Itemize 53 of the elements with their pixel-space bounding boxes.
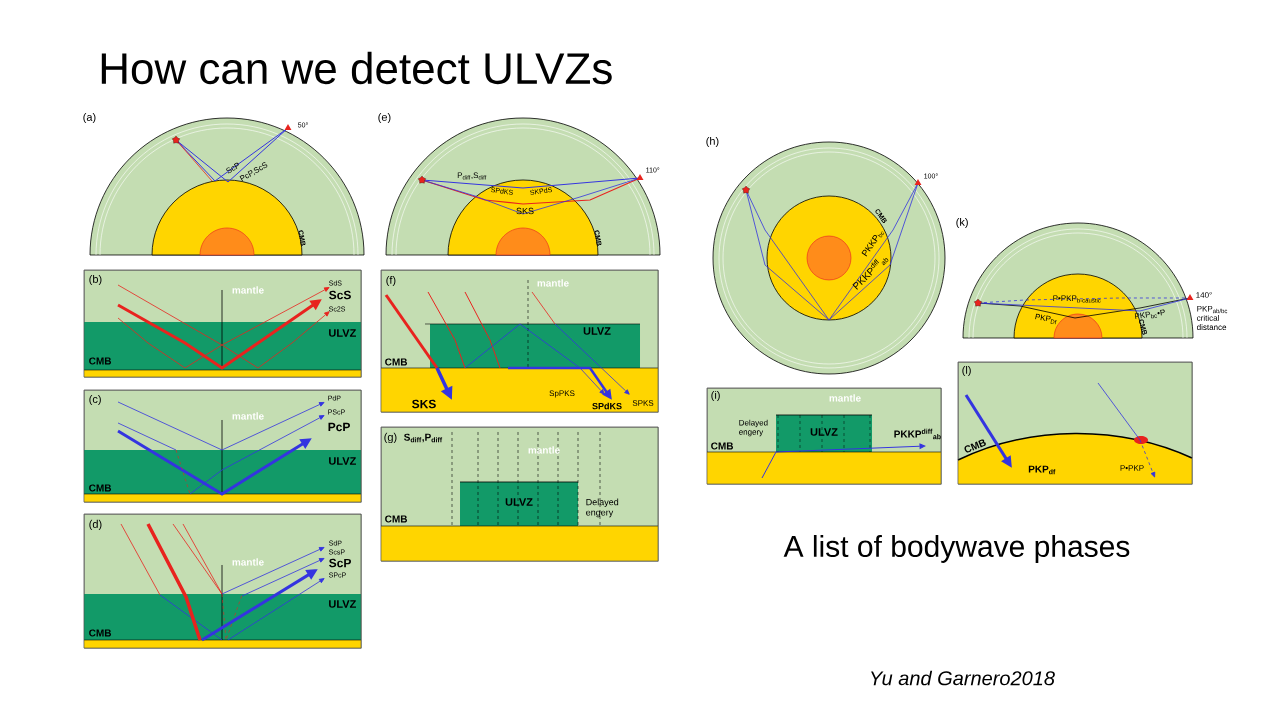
phase-label: P•PKP <box>1120 465 1144 471</box>
panel-letter: (i) <box>711 390 720 402</box>
phase-label: SKS <box>412 399 436 409</box>
layer-label: CMB <box>89 484 112 492</box>
layer-label: ULVZ <box>329 600 356 608</box>
layer-label: ULVZ <box>810 428 838 436</box>
layer-label: CMB <box>89 629 112 637</box>
layer-label: mantle <box>829 394 861 402</box>
phase-label: PKP$_{df}$ <box>1028 465 1056 475</box>
panel-letter: (d) <box>89 519 102 531</box>
layer-label: CMB <box>385 515 408 523</box>
layer-label: ULVZ <box>329 329 356 337</box>
phase-label: ScP <box>226 162 239 174</box>
panel-letter: (g) <box>384 432 397 444</box>
layer-label: ULVZ <box>505 498 533 506</box>
layer-label: ULVZ <box>329 457 356 465</box>
phase-label: SPKS <box>632 400 654 406</box>
panel-letter: (f) <box>386 275 396 287</box>
layer-label: mantle <box>232 558 264 566</box>
layer-label: mantle <box>232 412 264 420</box>
distance-label: PKP$_{ab/bc}$ critical distance <box>1197 306 1228 330</box>
layer-label: Delayed engery <box>586 498 619 518</box>
panel-letter: (a) <box>83 112 96 124</box>
phase-label: PKP$_{bc}$•P <box>1134 309 1165 319</box>
phase-label: ScP <box>329 558 351 568</box>
layer-label: ULVZ <box>583 327 611 335</box>
panel-letter: (c) <box>89 394 101 406</box>
distance-label: 140° <box>1196 292 1212 298</box>
layer-label: mantle <box>232 286 264 294</box>
panel-letter: (l) <box>962 365 971 377</box>
layer-label: CMB <box>711 442 734 450</box>
layer-label: Delayed engery <box>739 419 768 437</box>
layer-label: mantle <box>528 446 560 454</box>
phase-label: PcP <box>328 422 350 432</box>
slide-title: How can we detect ULVZs <box>101 51 612 85</box>
panel-letter: (b) <box>89 274 102 286</box>
panel-letter: (h) <box>706 136 719 148</box>
citation: Yu and Garnero2018 <box>871 670 1055 686</box>
layer-label: CMB <box>385 358 408 366</box>
layer-label: mantle <box>537 279 569 287</box>
phase-label: SpPKS <box>549 390 575 398</box>
phase-label: P$_{diff}$,S$_{diff}$ <box>457 172 487 180</box>
phase-label: PKP$_{Df}$ <box>1035 313 1057 325</box>
phase-label: ScS <box>329 290 351 300</box>
phase-label: SPdKS <box>592 402 622 410</box>
layer-label: CMB <box>89 357 112 365</box>
layer-label: CMB <box>964 439 986 453</box>
phase-label: SKS <box>516 207 534 215</box>
phase-label: P•PKP$_{b-caustic}$ <box>1053 295 1101 303</box>
subtitle: A list of bodywave phases <box>783 535 1130 563</box>
panel-letter: (e) <box>378 112 391 124</box>
panel-letter: (k) <box>956 217 968 229</box>
phase-label: S$_{diff}$,P$_{diff}$ <box>404 433 443 443</box>
